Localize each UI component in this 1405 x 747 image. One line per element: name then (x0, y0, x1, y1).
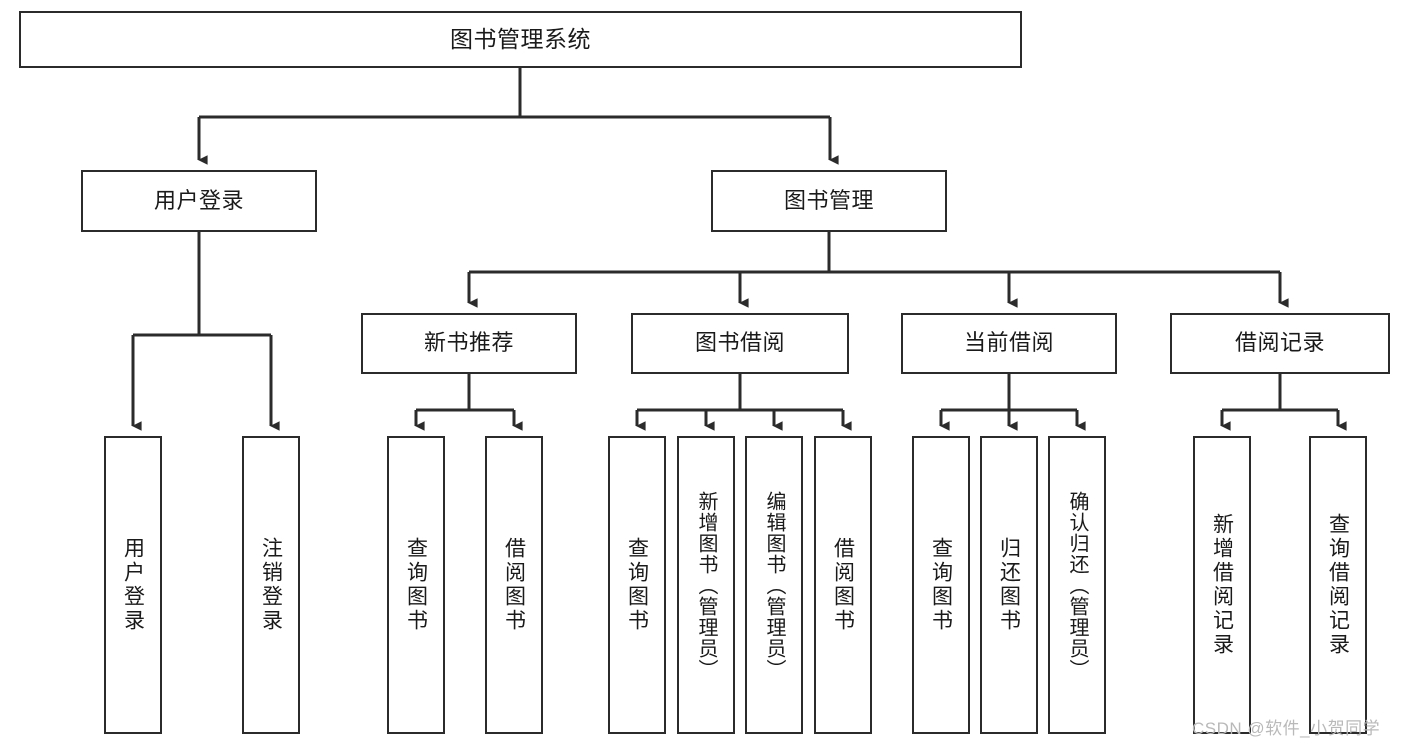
node-new-book-recommend-label: 新书推荐 (423, 330, 514, 356)
node-current-borrow[interactable]: 当前借阅 (901, 313, 1117, 374)
leaf-user-login[interactable]: 用户登录 (104, 436, 162, 734)
leaf-add-record[interactable]: 新增借阅记录 (1193, 436, 1251, 734)
leaf-query-book-3-label: 查询图书 (929, 537, 953, 633)
node-borrow-record-label: 借阅记录 (1234, 330, 1325, 356)
leaf-edit-book-label: 编辑图书（管理员） (763, 490, 785, 680)
leaf-query-book-2[interactable]: 查询图书 (608, 436, 666, 734)
leaf-return-book[interactable]: 归还图书 (980, 436, 1038, 734)
node-new-book-recommend[interactable]: 新书推荐 (361, 313, 577, 374)
node-root[interactable]: 图书管理系统 (19, 11, 1022, 68)
leaf-query-book-1-label: 查询图书 (404, 537, 428, 633)
node-book-borrow[interactable]: 图书借阅 (631, 313, 849, 374)
leaf-return-book-label: 归还图书 (997, 537, 1021, 633)
leaf-query-book-1[interactable]: 查询图书 (387, 436, 445, 734)
node-user-login-label: 用户登录 (153, 187, 244, 213)
leaf-confirm-return-label: 确认归还（管理员） (1066, 490, 1088, 680)
node-book-borrow-label: 图书借阅 (694, 330, 785, 356)
node-borrow-record[interactable]: 借阅记录 (1170, 313, 1390, 374)
leaf-query-book-2-label: 查询图书 (625, 537, 649, 633)
leaf-query-record-label: 查询借阅记录 (1326, 513, 1350, 657)
node-book-management[interactable]: 图书管理 (711, 170, 947, 232)
leaf-edit-book[interactable]: 编辑图书（管理员） (745, 436, 803, 734)
leaf-logout-label: 注销登录 (259, 537, 283, 633)
leaf-borrow-book-2[interactable]: 借阅图书 (814, 436, 872, 734)
csdn-watermark: CSDN @软件_小贺同学 (1192, 719, 1381, 738)
leaf-add-book-label: 新增图书（管理员） (695, 490, 717, 680)
node-book-management-label: 图书管理 (783, 187, 874, 213)
leaf-confirm-return[interactable]: 确认归还（管理员） (1048, 436, 1106, 734)
leaf-query-record[interactable]: 查询借阅记录 (1309, 436, 1367, 734)
node-root-label: 图书管理系统 (450, 25, 591, 52)
leaf-add-book[interactable]: 新增图书（管理员） (677, 436, 735, 734)
leaf-user-login-label: 用户登录 (121, 537, 145, 633)
leaf-borrow-book-1-label: 借阅图书 (502, 537, 526, 633)
node-user-login[interactable]: 用户登录 (81, 170, 317, 232)
leaf-add-record-label: 新增借阅记录 (1210, 513, 1234, 657)
leaf-borrow-book-2-label: 借阅图书 (831, 537, 855, 633)
leaf-logout[interactable]: 注销登录 (242, 436, 300, 734)
leaf-query-book-3[interactable]: 查询图书 (912, 436, 970, 734)
node-current-borrow-label: 当前借阅 (963, 330, 1054, 356)
leaf-borrow-book-1[interactable]: 借阅图书 (485, 436, 543, 734)
